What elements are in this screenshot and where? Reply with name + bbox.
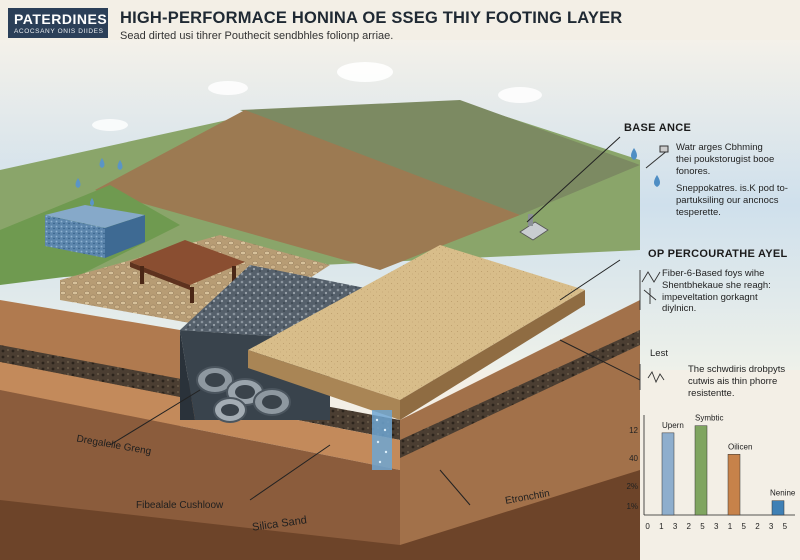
- bench: [130, 240, 245, 303]
- footing-slab-front: [248, 350, 400, 420]
- water-seep-column: [372, 410, 392, 470]
- y-tick-label: 2%: [626, 482, 638, 491]
- bar-label: Upern: [662, 421, 684, 430]
- x-tick-label: 3: [673, 522, 678, 531]
- bar-oilicen: [727, 454, 741, 516]
- y-tick-label: 40: [629, 454, 638, 463]
- x-tick-label: 1: [728, 522, 733, 531]
- x-tick-label: 5: [700, 522, 705, 531]
- x-tick-label: 0: [645, 522, 650, 531]
- logo-tagline: ACOCSANY ONIS DIIDES: [14, 28, 104, 35]
- cloud: [92, 119, 128, 131]
- base-soil-layer: [0, 470, 640, 560]
- page-title: HIGH-PERFORMACE HONINA OE SSEG THIY FOOT…: [120, 9, 623, 27]
- bar-label: Symbtic: [695, 414, 723, 423]
- soil-top-surface: [95, 110, 520, 270]
- callout-percolation: OP PERCOURATHE AYEL Fiber-6-Based foys w…: [648, 248, 798, 315]
- water-drops: [75, 158, 123, 206]
- probe-icon: [645, 145, 669, 169]
- x-tick-label: 5: [783, 522, 788, 531]
- water-seep-dots: [375, 418, 388, 464]
- callout-lest: Lest The schwdiris drobpyts cutwis ais t…: [650, 348, 795, 400]
- callout-base-line: tesperette.: [676, 207, 721, 219]
- cloud: [208, 81, 248, 95]
- bar-nenine: [771, 500, 785, 516]
- x-tick-label: 2: [755, 522, 760, 531]
- sensor-device-icon: [519, 214, 549, 241]
- x-tick-label: 2: [687, 522, 692, 531]
- bar-symbtic: [694, 425, 708, 516]
- fiber-icon: [639, 270, 661, 310]
- drainage-band-side: [400, 330, 640, 458]
- footing-slab-side: [400, 290, 585, 420]
- callout-base-line: Sneppokatres. is.K pod to-: [676, 183, 788, 195]
- callout-percolation-line: diylnicn.: [662, 303, 697, 315]
- footing-slab-top: [248, 245, 585, 400]
- callout-percolation-line: Fiber-6-Based foys wihe: [662, 267, 765, 279]
- permeable-block-top: [45, 205, 145, 228]
- x-tick-label: 5: [741, 522, 746, 531]
- callout-base-line: thei poukstorugist booe: [676, 153, 775, 165]
- callout-lest-heading: Lest: [650, 348, 668, 359]
- bar-label: Nenine: [770, 489, 796, 498]
- water-drop-icon: [631, 148, 660, 187]
- permeable-block-side: [105, 215, 145, 258]
- callout-base-heading: BASE ANCE: [624, 122, 692, 134]
- y-tick-label: 12: [629, 426, 638, 435]
- x-tick-label: 1: [659, 522, 664, 531]
- back-field: [240, 100, 640, 215]
- callout-base-line: Watr arges Cbhming: [676, 141, 763, 153]
- callout-base-line: fonores.: [676, 165, 711, 177]
- callout-lest-line: The schwdiris drobpyts: [688, 363, 786, 375]
- x-tick-label: 3: [714, 522, 719, 531]
- callout-lest-line: cutwis ais thin phorre: [688, 375, 778, 387]
- callout-base: BASE ANCE Watr arges Cbhming thei poukst…: [624, 122, 794, 219]
- bar-upern: [661, 432, 675, 516]
- permeable-block-front: [45, 215, 105, 258]
- callout-percolation-heading: OP PERCOURATHE AYEL: [648, 248, 788, 260]
- cloud: [498, 87, 542, 103]
- label-fibeale: Fibealale Cushloow: [136, 500, 224, 511]
- callout-lest-line: resistentte.: [688, 387, 735, 399]
- page-subtitle: Sead dirted usi tihrer Pouthecit sendbhl…: [120, 30, 394, 42]
- y-tick-label: 1%: [626, 502, 638, 511]
- bar-label: Oilicen: [728, 442, 752, 451]
- drainage-pipes: [196, 366, 291, 423]
- logo-wordmark: PATERDINES: [14, 11, 108, 27]
- cloud: [337, 62, 393, 82]
- callout-percolation-line: Shentbhekaue she reagh:: [662, 279, 771, 291]
- x-tick-label: 3: [769, 522, 774, 531]
- leader-lines: [109, 136, 641, 506]
- callout-base-line: partuksiling our ancnocs: [676, 195, 779, 207]
- callout-percolation-line: impeveltation gorkagnt: [662, 291, 758, 303]
- waveform-icon: [639, 364, 665, 390]
- brand-logo: PATERDINES ACOCSANY ONIS DIIDES: [8, 8, 108, 38]
